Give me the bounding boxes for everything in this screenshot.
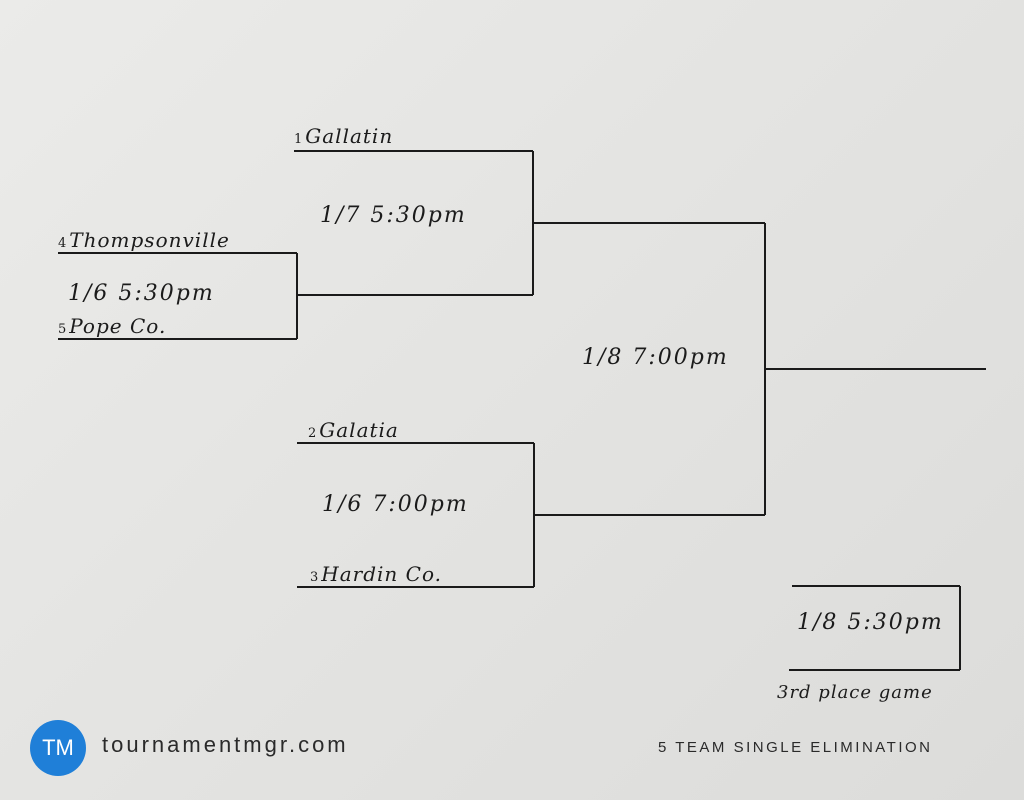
team-name: Gallatin: [305, 124, 394, 148]
seed-number: 4: [58, 236, 67, 251]
game-time-semi-bottom: 1/6 7:00pm: [322, 492, 469, 517]
seed-number: 5: [58, 322, 67, 337]
game-time-final: 1/8 7:00pm: [582, 345, 729, 370]
tournamentmgr-logo-icon: TM: [30, 720, 86, 776]
team-name: Thompsonville: [69, 228, 230, 252]
bracket-format: 5 TEAM SINGLE ELIMINATION: [658, 739, 933, 756]
game-time-semi-top: 1/7 5:30pm: [320, 203, 467, 228]
team-name: Galatia: [319, 418, 399, 442]
seed-number: 1: [294, 132, 303, 147]
site-url: tournamentmgr.com: [102, 732, 349, 757]
seed-number: 3: [310, 570, 319, 585]
team-name: Pope Co.: [69, 314, 167, 338]
seed-number: 2: [308, 426, 317, 441]
third-place-time: 1/8 5:30pm: [797, 610, 944, 635]
game-time-playin: 1/6 5:30pm: [68, 281, 215, 306]
team-name: Hardin Co.: [321, 562, 442, 586]
third-place-caption: 3rd place game: [777, 682, 933, 703]
